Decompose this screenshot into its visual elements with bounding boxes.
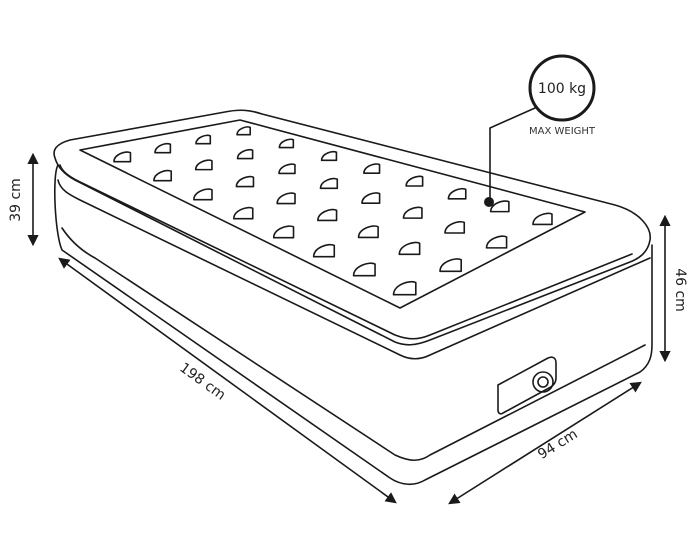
height-left-label: 39 cm bbox=[8, 178, 24, 222]
dimension-length: 198 cm bbox=[58, 257, 397, 504]
air-chamber-drop bbox=[392, 280, 417, 296]
air-chamber-drop bbox=[485, 235, 508, 249]
air-chambers bbox=[113, 126, 553, 296]
air-chamber-drop bbox=[439, 258, 462, 273]
air-chamber-drop bbox=[113, 151, 132, 163]
air-chamber-drop bbox=[317, 208, 338, 222]
air-chamber-drop bbox=[235, 175, 255, 188]
air-chamber-drop bbox=[444, 221, 466, 234]
max-weight-caption: MAX WEIGHT bbox=[529, 126, 596, 137]
length-label: 198 cm bbox=[176, 360, 228, 404]
air-chamber-drop bbox=[312, 243, 336, 258]
air-chamber-drop bbox=[361, 192, 381, 205]
air-chamber-drop bbox=[236, 126, 252, 136]
air-chamber-drop bbox=[319, 177, 339, 190]
air-chamber-drop bbox=[272, 225, 295, 239]
mattress-seam-lower bbox=[61, 227, 646, 462]
air-chamber-drop bbox=[447, 187, 467, 200]
air-chamber-drop bbox=[278, 163, 296, 175]
air-chamber-drop bbox=[278, 138, 295, 149]
air-chamber-drop bbox=[194, 159, 213, 171]
air-chamber-drop bbox=[236, 148, 254, 160]
mattress-seam-upper bbox=[57, 179, 651, 360]
air-chamber-drop bbox=[195, 134, 212, 145]
air-chamber-drop bbox=[153, 169, 173, 182]
mattress-top-outline bbox=[53, 109, 651, 346]
air-chamber-drop bbox=[405, 175, 424, 187]
air-chamber-drop bbox=[532, 212, 553, 226]
air-chamber-drop bbox=[193, 188, 213, 201]
air-chamber-drop bbox=[402, 206, 423, 219]
mattress-top-inner-rim bbox=[59, 164, 633, 340]
dimension-width: 94 cm bbox=[448, 381, 642, 505]
air-chamber-drop bbox=[232, 206, 254, 220]
weight-callout: 100 kg MAX WEIGHT bbox=[484, 54, 596, 207]
air-chamber-drop bbox=[352, 262, 376, 277]
dimension-height-left: 39 cm bbox=[8, 152, 39, 247]
air-chamber-drop bbox=[489, 200, 510, 213]
air-chamber-drop bbox=[154, 142, 172, 154]
height-right-label: 46 cm bbox=[672, 268, 688, 312]
mattress-side-outline bbox=[54, 164, 653, 486]
air-chamber-drop bbox=[276, 192, 296, 205]
quilted-area bbox=[79, 119, 586, 309]
air-chamber-drop bbox=[398, 241, 421, 256]
air-chamber-drop bbox=[320, 150, 338, 162]
air-chamber-drop bbox=[357, 225, 379, 239]
weight-label: 100 kg bbox=[538, 81, 586, 97]
dimension-height-right: 46 cm bbox=[659, 214, 688, 363]
callout-dot bbox=[484, 197, 494, 207]
mattress bbox=[53, 109, 653, 486]
width-label: 94 cm bbox=[535, 426, 580, 463]
air-chamber-drop bbox=[363, 163, 381, 174]
